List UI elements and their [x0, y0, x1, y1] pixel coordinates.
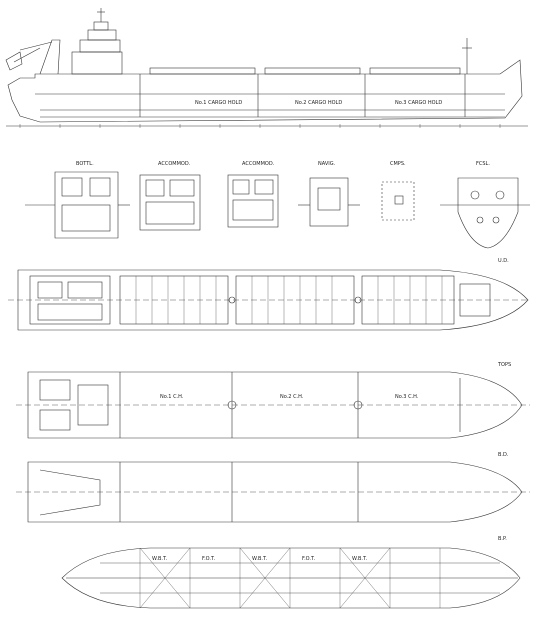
deck-title-5: CMPS.: [390, 161, 406, 167]
upper-deck-plan: [8, 269, 530, 331]
deck-title-4: NAVIG.: [318, 161, 336, 167]
bottom-plan-label: B.P.: [498, 536, 507, 542]
bottom-plan: [61, 547, 521, 609]
profile-hold-1-label: No.1 CARGO HOLD: [195, 100, 242, 106]
deck-plan-forecastle: [440, 177, 530, 249]
tank-label-2: F.O.T.: [202, 556, 215, 562]
profile-hold-2-label: No.2 CARGO HOLD: [295, 100, 342, 106]
deck-title-2: ACCOMMOD.: [158, 161, 191, 167]
tank-top-plan: [16, 371, 530, 439]
hold-1-name: No.1 C.H.: [160, 394, 184, 400]
deck-plan-boat: [25, 171, 130, 239]
lower-plan-label: B.D.: [498, 452, 509, 458]
hold-2-name: No.2 C.H.: [280, 394, 304, 400]
tank-top-label: TOPS: [497, 362, 511, 368]
tank-label-4: F.O.T.: [302, 556, 315, 562]
tank-label-5: W.B.T.: [352, 556, 367, 562]
deck-plan-accommodation-1: [139, 174, 201, 231]
tank-label-1: W.B.T.: [152, 556, 167, 562]
upper-deck-label: U.D.: [498, 258, 509, 264]
profile-hold-3-label: No.3 CARGO HOLD: [395, 100, 442, 106]
deck-title-1: BOTTL.: [76, 161, 94, 167]
deck-plan-navigation: [298, 177, 360, 227]
lower-deck-plan: [16, 461, 530, 523]
deck-plan-accommodation-2: [227, 174, 279, 228]
hold-3-name: No.3 C.H.: [395, 394, 419, 400]
tank-label-3: W.B.T.: [252, 556, 267, 562]
deck-title-3: ACCOMMOD.: [242, 161, 275, 167]
deck-plan-compass: [381, 181, 415, 221]
ship-profile: [5, 8, 528, 128]
deck-title-6: FCSL.: [476, 161, 490, 167]
